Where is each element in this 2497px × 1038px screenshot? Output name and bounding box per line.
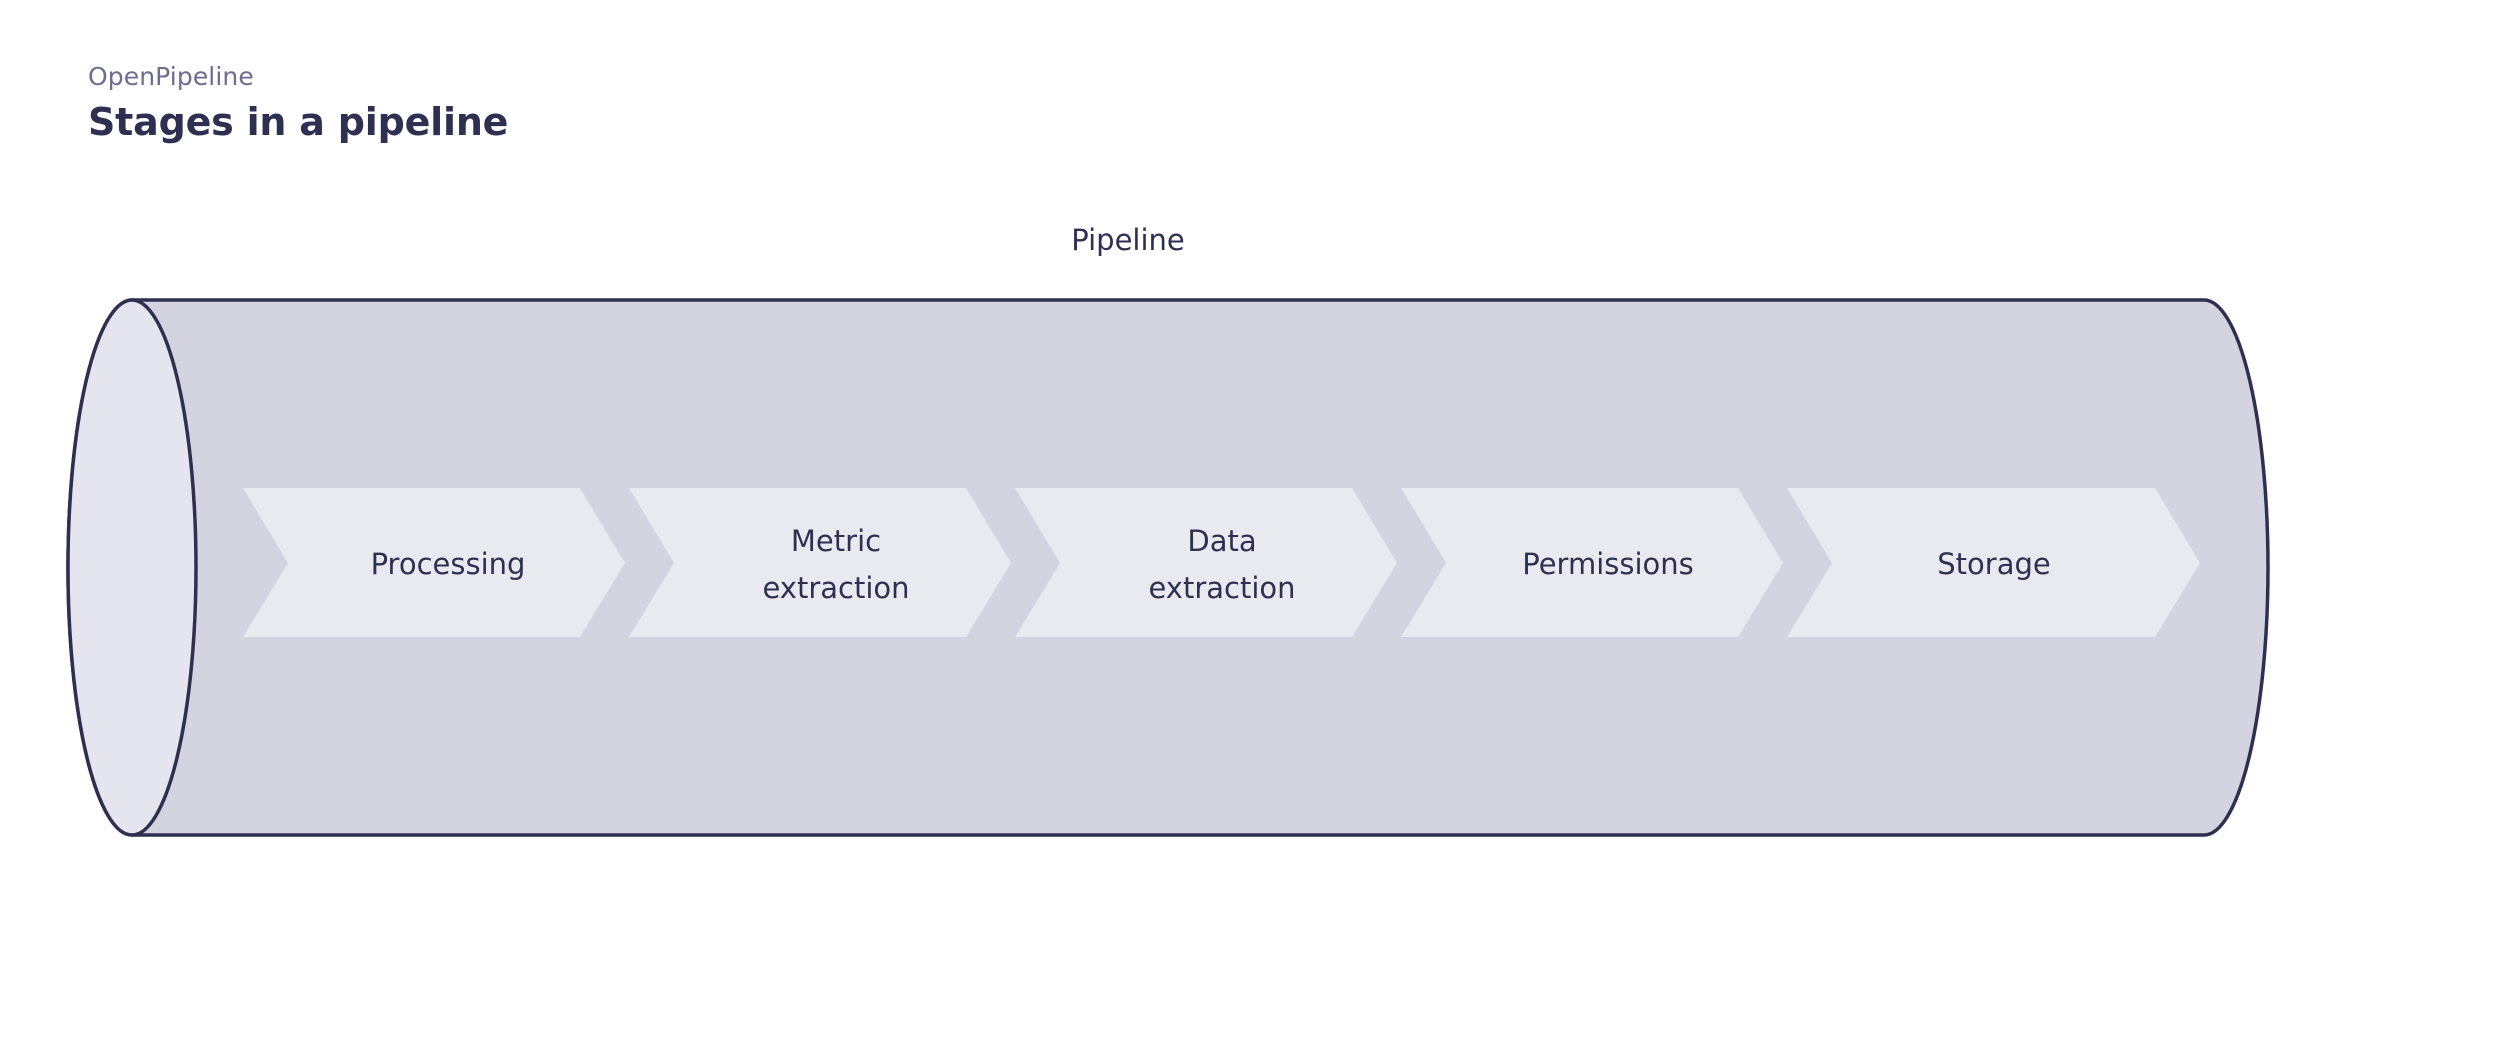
cylinder-front-cap xyxy=(66,298,198,837)
pipeline-cylinder: Processing Metric extraction Data extrac… xyxy=(66,298,2270,837)
stage-chevron-permissions[interactable]: Permissions xyxy=(1401,488,1783,637)
stage-label-storage: Storage xyxy=(1937,547,2050,581)
chevron-shape xyxy=(1015,488,1397,637)
stage-chevron-group: Processing Metric extraction Data extrac… xyxy=(243,488,2200,637)
stage-label-data-extraction-line1: Data xyxy=(1187,524,1256,558)
stage-label-metric-extraction-line2: extraction xyxy=(762,571,909,605)
stage-chevron-processing[interactable]: Processing xyxy=(243,488,625,637)
stage-label-metric-extraction-line1: Metric xyxy=(791,524,881,558)
stage-label-data-extraction-line2: extraction xyxy=(1148,571,1295,605)
page-title: Stages in a pipeline xyxy=(88,100,509,144)
chevron-shape xyxy=(1401,488,1783,637)
stage-chevron-storage[interactable]: Storage xyxy=(1787,488,2200,637)
breadcrumb-eyebrow: OpenPipeline xyxy=(88,62,254,91)
pipeline-container-label: Pipeline xyxy=(1071,223,1185,257)
chevron-shape xyxy=(243,488,625,637)
stage-chevron-data-extraction[interactable]: Data extraction xyxy=(1015,488,1397,637)
page-header: OpenPipeline Stages in a pipeline xyxy=(88,62,1488,146)
chevron-shape xyxy=(629,488,1011,637)
stage-chevron-metric-extraction[interactable]: Metric extraction xyxy=(629,488,1011,637)
stage-label-processing: Processing xyxy=(371,547,526,581)
chevron-shape xyxy=(1787,488,2200,637)
stage-label-permissions: Permissions xyxy=(1522,547,1694,581)
